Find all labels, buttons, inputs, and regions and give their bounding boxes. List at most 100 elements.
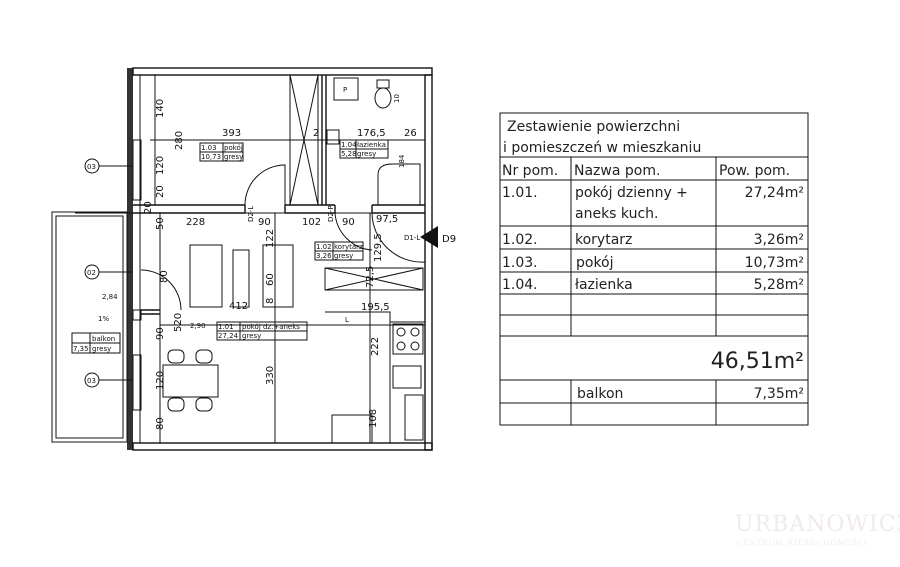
fridge-icon: [404, 394, 424, 441]
svg-text:1.03.: 1.03.: [502, 255, 538, 271]
dining-table: [162, 364, 219, 398]
area-table: Zestawienie powierzchni i pomieszczeń w …: [499, 112, 809, 426]
svg-text:gresy: gresy: [224, 153, 243, 161]
chairs: [167, 349, 213, 412]
balcony-inner: [55, 215, 124, 439]
svg-text:aneks kuch.: aneks kuch.: [575, 206, 659, 222]
exterior-wall-left: [127, 68, 133, 450]
svg-text:02: 02: [87, 269, 96, 277]
watermark-logo: URBANOWICZ CENTRUM NIERUCHOMOŚCI: [735, 512, 900, 547]
svg-text:330: 330: [265, 366, 276, 385]
level-mark: 2,84: [102, 293, 118, 301]
table-header: Pow. pom.: [719, 163, 790, 179]
svg-text:gresy: gresy: [357, 150, 376, 158]
svg-text:pokój dzienny +: pokój dzienny +: [575, 185, 688, 201]
washer-symbol: P: [343, 86, 347, 94]
svg-text:7,35m²: 7,35m²: [754, 386, 804, 402]
dimension-labels: 140 280 120 20 20 50 80 90 520 120 80 39…: [143, 94, 417, 430]
window-tag: 03: [84, 158, 133, 174]
table-row: 1.02. korytarz 3,26m²: [502, 232, 804, 248]
svg-text:27,24m²: 27,24m²: [745, 185, 804, 201]
table-header: Nr pom.: [502, 163, 558, 179]
svg-text:50: 50: [155, 217, 166, 230]
svg-text:412: 412: [229, 301, 248, 312]
svg-text:27,24: 27,24: [218, 332, 239, 340]
window: [132, 354, 142, 411]
svg-text:140: 140: [155, 99, 166, 118]
slope-mark: 1%: [98, 315, 109, 323]
svg-text:łazienka: łazienka: [357, 141, 386, 149]
svg-text:1.01.: 1.01.: [502, 185, 538, 201]
sofa: [189, 244, 223, 308]
table-total: 46,51m²: [711, 349, 804, 374]
svg-text:90: 90: [342, 217, 355, 228]
svg-text:10: 10: [393, 94, 401, 103]
svg-text:80: 80: [155, 417, 166, 430]
svg-text:102: 102: [302, 217, 321, 228]
table-grid: [500, 156, 808, 425]
svg-text:20: 20: [143, 201, 154, 214]
svg-text:korytarz: korytarz: [334, 243, 363, 251]
svg-text:72,5: 72,5: [365, 266, 376, 288]
shower-tray: [377, 163, 421, 205]
cabinet: [331, 414, 373, 444]
svg-text:10,73m²: 10,73m²: [745, 255, 804, 271]
svg-text:80: 80: [159, 270, 170, 283]
balcony-outline: [51, 211, 128, 443]
door-entrance: [371, 212, 426, 263]
svg-text:gresy: gresy: [334, 252, 353, 260]
exterior-wall-top: [132, 67, 433, 76]
svg-text:3,26m²: 3,26m²: [754, 232, 804, 248]
washbasin-icon: [326, 129, 340, 145]
table-title: i pomieszczeń w mieszkaniu: [503, 140, 701, 156]
svg-text:90: 90: [258, 217, 271, 228]
watermark-subtitle: CENTRUM NIERUCHOMOŚCI: [737, 538, 868, 547]
svg-text:03: 03: [87, 163, 96, 171]
armchair: [262, 244, 294, 308]
stove-icon: [392, 323, 424, 355]
svg-text:pokój: pokój: [224, 144, 243, 152]
svg-text:balkon: balkon: [577, 386, 623, 402]
table-title: Zestawienie powierzchni: [507, 119, 680, 135]
table-row: 1.04. łazienka 5,28m²: [502, 277, 804, 293]
svg-text:7,35: 7,35: [73, 345, 89, 353]
svg-text:1.01: 1.01: [218, 323, 234, 331]
door-tag: D1-L: [404, 234, 420, 242]
svg-text:393: 393: [222, 128, 241, 139]
window-tag: 03: [84, 372, 133, 388]
wardrobe-hall: [324, 267, 424, 291]
svg-text:222: 222: [370, 337, 381, 356]
door-tag: D2-P: [327, 205, 335, 222]
entrance-marker-icon: [420, 226, 438, 248]
svg-text:2: 2: [313, 128, 319, 139]
window: [132, 309, 142, 321]
window-tag: 02: [84, 264, 133, 280]
door-bedroom: [244, 164, 286, 206]
svg-text:120: 120: [155, 156, 166, 175]
table-low: [232, 249, 250, 308]
toilet-icon: [374, 87, 392, 109]
toilet-tank: [376, 79, 390, 89]
svg-text:1.04.: 1.04.: [502, 277, 538, 293]
svg-text:60: 60: [265, 273, 276, 286]
washer: [333, 77, 359, 101]
svg-text:90: 90: [155, 327, 166, 340]
svg-text:10,73: 10,73: [201, 153, 221, 161]
counter-symbol: L: [345, 316, 349, 324]
interior-wall-horizontal: [133, 204, 425, 214]
svg-text:3,26: 3,26: [316, 252, 332, 260]
table-row-balcony: balkon 7,35m²: [577, 386, 804, 402]
svg-text:1.02: 1.02: [316, 243, 332, 251]
svg-text:łazienka: łazienka: [575, 277, 633, 293]
svg-text:20: 20: [155, 185, 166, 198]
svg-text:184: 184: [398, 154, 406, 168]
svg-text:gresy: gresy: [242, 332, 261, 340]
door-balcony: [140, 269, 182, 311]
table-row: 1.01. pokój dzienny + aneks kuch. 27,24m…: [502, 185, 804, 222]
entrance-tag: D9: [442, 234, 456, 245]
svg-text:balkon: balkon: [92, 335, 115, 343]
